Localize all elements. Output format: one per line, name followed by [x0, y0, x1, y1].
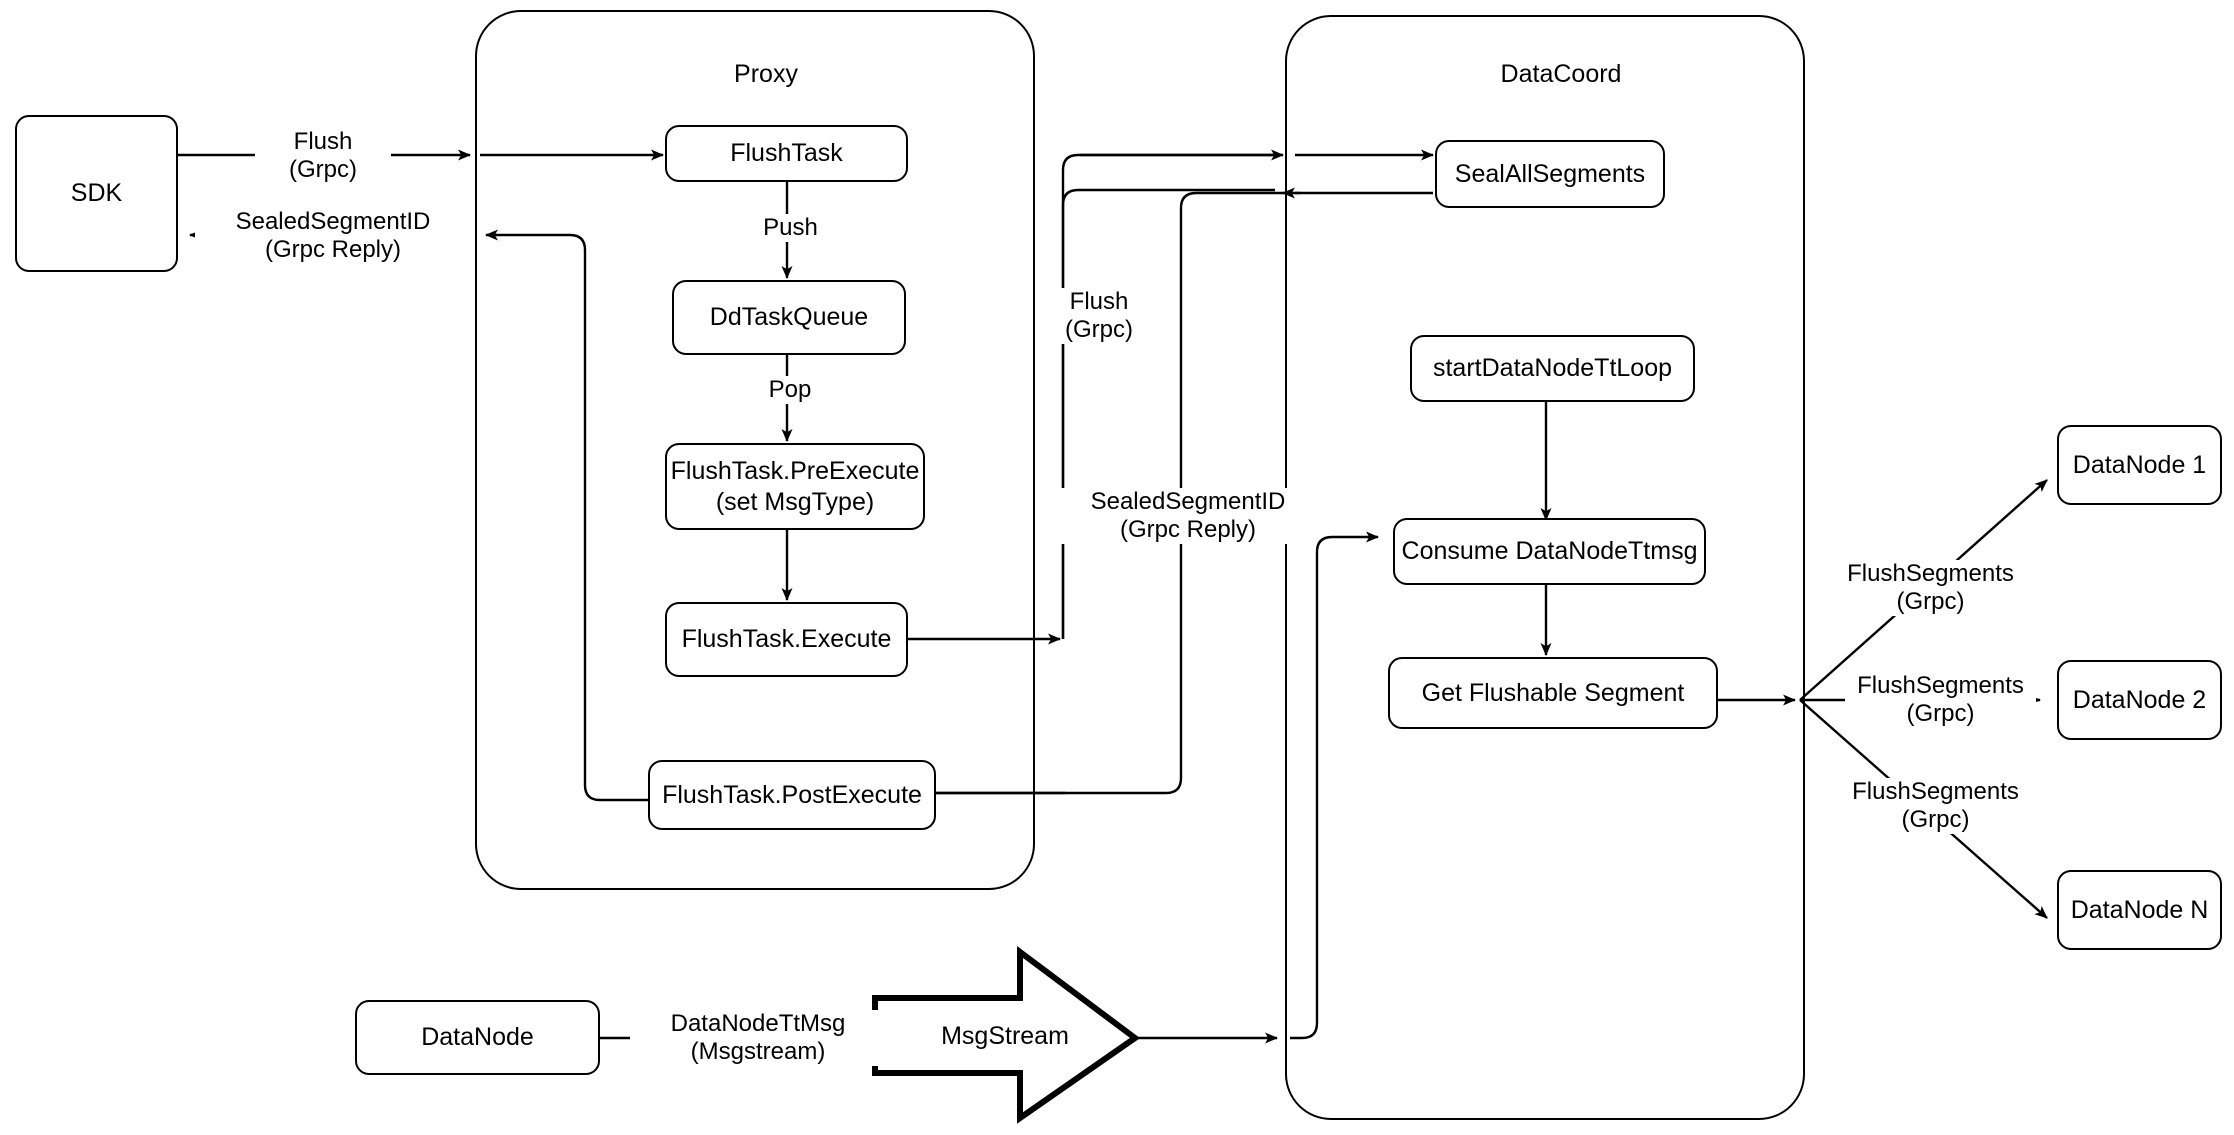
- node-get-flushable-segment[interactable]: Get Flushable Segment: [1388, 657, 1718, 729]
- edge-label-flush-segments-1: FlushSegments (Grpc): [1835, 560, 2026, 617]
- node-flush-task-post-execute[interactable]: FlushTask.PostExecute: [648, 760, 936, 830]
- node-datanode-n[interactable]: DataNode N: [2057, 870, 2222, 950]
- edge-label-flush-segments-2: FlushSegments (Grpc): [1845, 672, 2036, 729]
- wire-datacoord-ttmsg-riser: [1290, 531, 1379, 1040]
- node-start-datanode-tt-loop[interactable]: startDataNodeTtLoop: [1410, 335, 1695, 402]
- node-dd-task-queue[interactable]: DdTaskQueue: [672, 280, 906, 355]
- node-datanode-1[interactable]: DataNode 1: [2057, 425, 2222, 505]
- node-seal-all-segments[interactable]: SealAllSegments: [1435, 140, 1665, 208]
- group-proxy-title: Proxy: [715, 60, 817, 89]
- edge-label-datacoord-to-proxy: SealedSegmentID (Grpc Reply): [1060, 488, 1316, 545]
- wire-flush-riser: [1061, 188, 1275, 639]
- group-datacoord-title: DataCoord: [1485, 60, 1637, 89]
- group-datacoord: [1285, 15, 1805, 1120]
- node-msgstream[interactable]: MsgStream: [941, 1022, 1069, 1050]
- edge-label-flush-segments-n: FlushSegments (Grpc): [1840, 778, 2031, 835]
- edge-label-proxy-to-sdk: SealedSegmentID (Grpc Reply): [195, 208, 471, 265]
- edge-label-sdk-to-proxy: Flush (Grpc): [255, 128, 391, 185]
- node-flush-task-execute[interactable]: FlushTask.Execute: [665, 602, 908, 677]
- edge-label-datanode-to-msgstream: DataNodeTtMsg (Msgstream): [630, 1010, 886, 1067]
- wire-postexecute-to-sdk-rail: [485, 229, 653, 802]
- node-sdk[interactable]: SDK: [15, 115, 178, 272]
- edge-label-push: Push: [745, 214, 836, 243]
- wire-proxy-to-datacoord-flush: [1061, 149, 1284, 639]
- edge-label-pop: Pop: [748, 376, 832, 405]
- node-flush-task[interactable]: FlushTask: [665, 125, 908, 182]
- node-flush-task-pre-execute[interactable]: FlushTask.PreExecute (set MsgType): [665, 443, 925, 530]
- node-consume-datanode-ttmsg[interactable]: Consume DataNodeTtmsg: [1393, 518, 1706, 585]
- edge-label-proxy-to-datacoord: Flush (Grpc): [1036, 288, 1162, 345]
- msgstream-arrow-shape: [872, 946, 1141, 1124]
- node-datanode-bottom[interactable]: DataNode: [355, 1000, 600, 1075]
- group-proxy: [475, 10, 1035, 890]
- node-datanode-2[interactable]: DataNode 2: [2057, 660, 2222, 740]
